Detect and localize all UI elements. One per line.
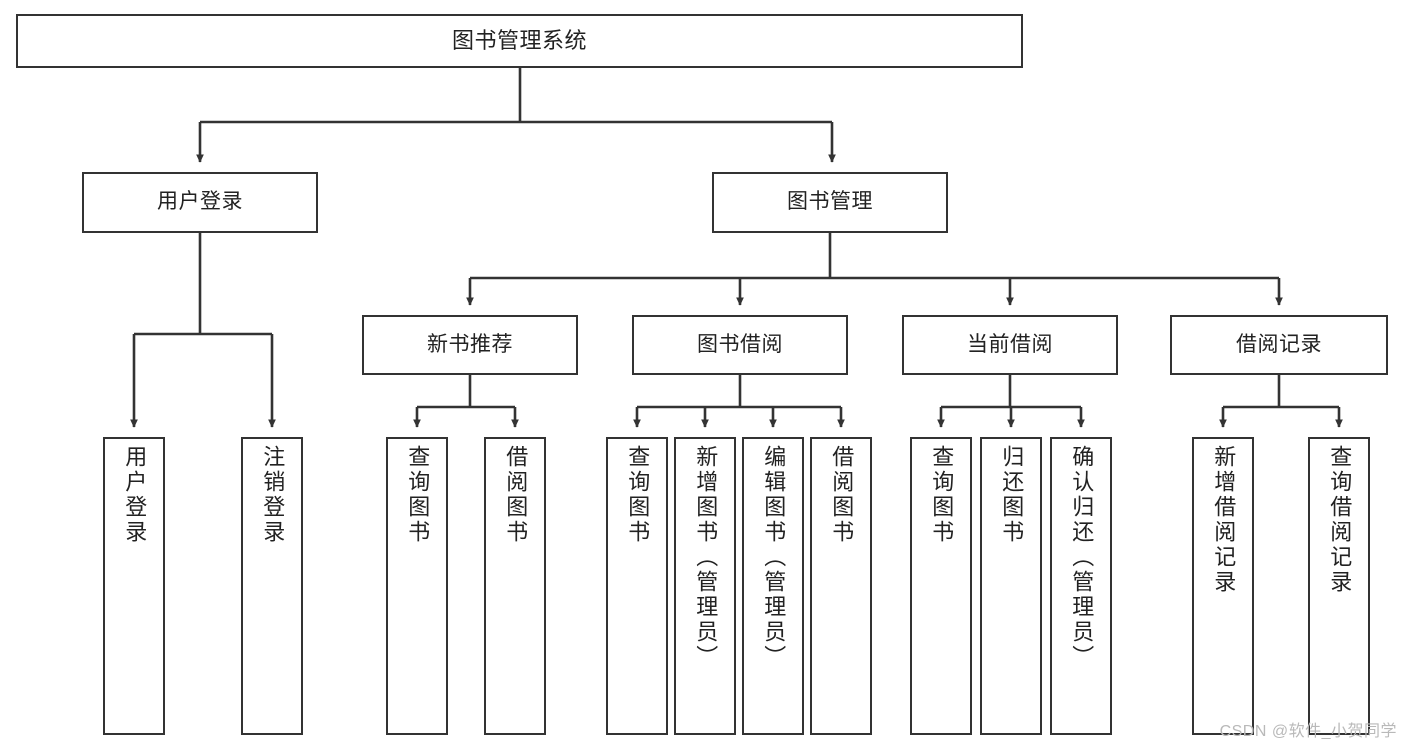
node-label: 借阅记录 <box>1236 332 1322 356</box>
node-leaf-query-record[interactable]: 查询借阅记录 <box>1308 437 1370 735</box>
node-label: 新增借阅记录 <box>1211 445 1237 595</box>
node-label: 图书借阅 <box>697 332 783 356</box>
node-borrow-record[interactable]: 借阅记录 <box>1170 315 1388 375</box>
node-root-system[interactable]: 图书管理系统 <box>16 14 1023 68</box>
node-label: 借阅图书 <box>829 445 855 545</box>
node-book-borrow[interactable]: 图书借阅 <box>632 315 848 375</box>
node-book-manage[interactable]: 图书管理 <box>712 172 948 233</box>
node-label: 确认归还（管理员） <box>1069 445 1095 670</box>
node-leaf-query-book-3[interactable]: 查询图书 <box>910 437 972 735</box>
node-leaf-return-book[interactable]: 归还图书 <box>980 437 1042 735</box>
node-leaf-edit-book[interactable]: 编辑图书（管理员） <box>742 437 804 735</box>
node-label: 当前借阅 <box>967 332 1053 356</box>
node-label: 编辑图书（管理员） <box>761 445 787 670</box>
node-label: 查询图书 <box>929 445 955 545</box>
node-label: 新增图书（管理员） <box>693 445 719 670</box>
node-label: 查询图书 <box>405 445 431 545</box>
node-label: 用户登录 <box>157 190 243 214</box>
node-label: 归还图书 <box>999 445 1025 545</box>
node-leaf-logout[interactable]: 注销登录 <box>241 437 303 735</box>
node-label: 新书推荐 <box>427 332 513 356</box>
node-leaf-confirm-return[interactable]: 确认归还（管理员） <box>1050 437 1112 735</box>
node-label: 图书管理系统 <box>451 28 587 54</box>
node-label: 查询图书 <box>625 445 651 545</box>
node-leaf-user-login[interactable]: 用户登录 <box>103 437 165 735</box>
node-leaf-borrow-book-1[interactable]: 借阅图书 <box>484 437 546 735</box>
node-leaf-query-book-1[interactable]: 查询图书 <box>386 437 448 735</box>
node-leaf-query-book-2[interactable]: 查询图书 <box>606 437 668 735</box>
node-user-login[interactable]: 用户登录 <box>82 172 318 233</box>
node-leaf-add-record[interactable]: 新增借阅记录 <box>1192 437 1254 735</box>
node-label: 用户登录 <box>122 445 148 545</box>
node-label: 借阅图书 <box>503 445 529 545</box>
node-label: 注销登录 <box>260 445 286 545</box>
node-label: 图书管理 <box>787 190 873 214</box>
node-label: 查询借阅记录 <box>1327 445 1353 595</box>
node-current-borrow[interactable]: 当前借阅 <box>902 315 1118 375</box>
node-leaf-add-book[interactable]: 新增图书（管理员） <box>674 437 736 735</box>
node-leaf-borrow-book-2[interactable]: 借阅图书 <box>810 437 872 735</box>
node-new-book-rec[interactable]: 新书推荐 <box>362 315 578 375</box>
